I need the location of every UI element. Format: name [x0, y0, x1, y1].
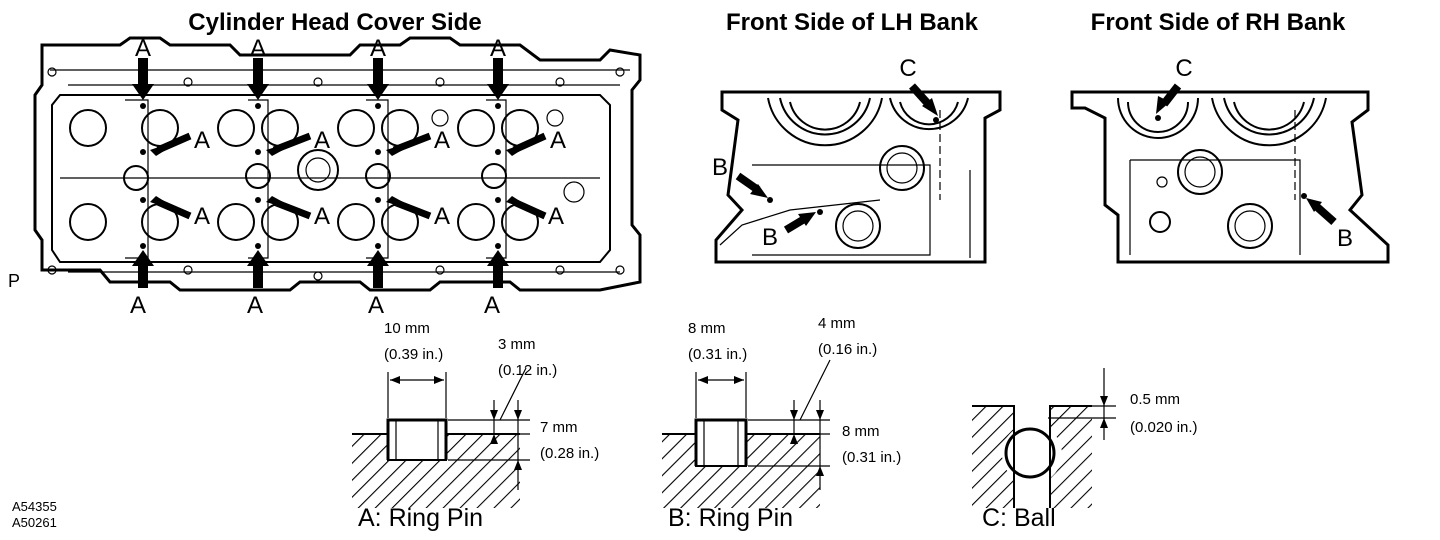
detail-a-top-in: (0.12 in.)	[498, 362, 557, 379]
title-lh-bank: Front Side of LH Bank	[726, 9, 979, 36]
bottom-pin-arrows	[132, 250, 509, 288]
detail-c-ball	[972, 368, 1116, 508]
label-b-lh-2: B	[762, 224, 778, 251]
detail-a-width-mm: 10 mm	[384, 320, 430, 337]
label-a-top-1: A	[135, 35, 151, 62]
label-a-lower-2: A	[314, 203, 330, 230]
detail-c-depth-in: (0.020 in.)	[1130, 419, 1198, 436]
detail-b-top-in: (0.16 in.)	[818, 341, 877, 358]
label-b-rh: B	[1337, 225, 1353, 252]
label-c-rh: C	[1175, 55, 1192, 82]
detail-b-width-mm: 8 mm	[688, 320, 726, 337]
cylinder-head-drawing	[33, 36, 642, 292]
label-a-bottom-1: A	[130, 292, 146, 319]
label-a-upper-3: A	[434, 127, 450, 154]
label-a-lower-1: A	[194, 203, 210, 230]
label-b-lh-1: B	[712, 154, 728, 181]
label-a-bottom-4: A	[484, 292, 500, 319]
label-c-lh: C	[899, 55, 916, 82]
detail-b-height-mm: 8 mm	[842, 423, 880, 440]
ring-pin-holes	[140, 103, 501, 249]
detail-b-caption: B: Ring Pin	[668, 504, 793, 532]
label-p: P	[8, 271, 20, 291]
detail-a-height-in: (0.28 in.)	[540, 445, 599, 462]
label-a-upper-4: A	[550, 127, 566, 154]
lh-bank-drawing	[714, 90, 1002, 264]
detail-b-height-in: (0.31 in.)	[842, 449, 901, 466]
detail-c-caption: C: Ball	[982, 504, 1056, 532]
plug-bores	[123, 109, 585, 203]
valve-bores	[69, 109, 539, 241]
edge-bolt-holes	[47, 67, 625, 281]
journal-bridges	[125, 99, 507, 259]
label-a-lower-3: A	[434, 203, 450, 230]
detail-a-top-mm: 3 mm	[498, 336, 536, 353]
label-a-lower-4: A	[548, 203, 564, 230]
label-a-top-3: A	[370, 35, 386, 62]
top-pin-arrows	[132, 58, 509, 100]
label-a-top-4: A	[490, 35, 506, 62]
detail-b-ring-pin	[662, 359, 831, 508]
rh-bank-drawing	[1070, 90, 1390, 264]
label-a-bottom-3: A	[368, 292, 384, 319]
lh-bank-arrows	[735, 83, 938, 234]
detail-b-top-mm: 4 mm	[818, 315, 856, 332]
rh-bank-arrows	[1156, 83, 1337, 225]
diagonal-pin-arrows	[150, 132, 547, 220]
label-a-upper-2: A	[314, 127, 330, 154]
detail-a-caption: A: Ring Pin	[358, 504, 483, 532]
figure-code-1: A54355	[12, 499, 57, 514]
title-cover-side: Cylinder Head Cover Side	[188, 9, 481, 36]
detail-b-width-in: (0.31 in.)	[688, 346, 747, 363]
label-a-top-2: A	[250, 35, 266, 62]
detail-c-depth-mm: 0.5 mm	[1130, 391, 1180, 408]
label-a-bottom-2: A	[247, 292, 263, 319]
detail-a-height-mm: 7 mm	[540, 419, 578, 436]
detail-a-ring-pin	[352, 367, 530, 508]
detail-a-width-in: (0.39 in.)	[384, 346, 443, 363]
figure-code-2: A50261	[12, 515, 57, 530]
title-rh-bank: Front Side of RH Bank	[1091, 9, 1346, 36]
label-a-upper-1: A	[194, 127, 210, 154]
